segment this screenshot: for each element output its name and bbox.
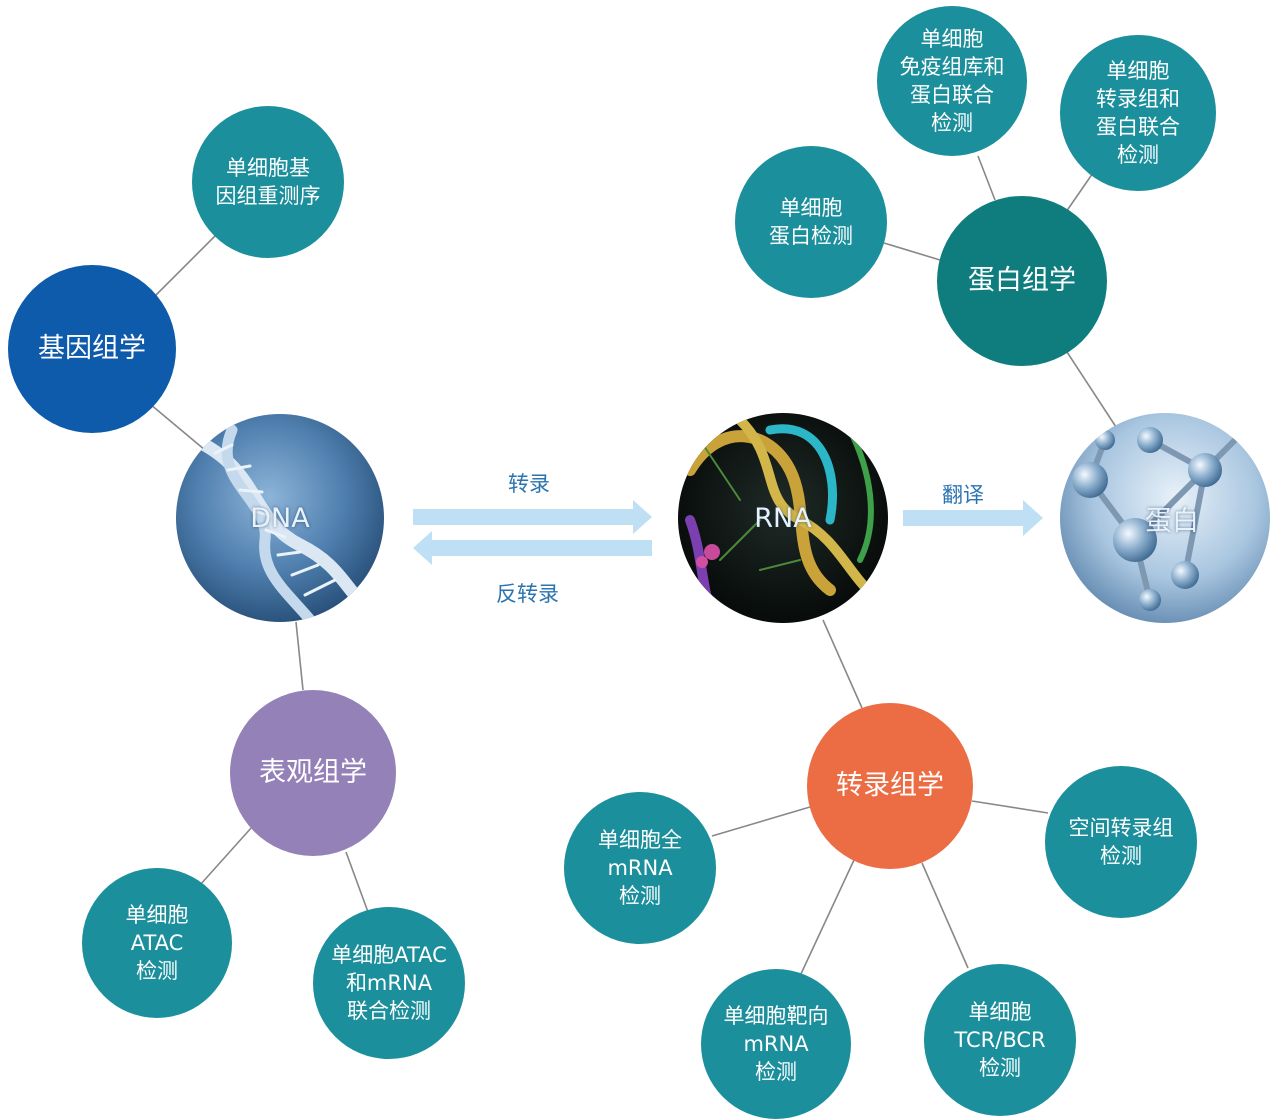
epigenomics-hub: 表观组学 (230, 690, 396, 856)
spatial-transcriptome-label: 空间转录组 检测 (1068, 816, 1174, 868)
protein-image (1060, 413, 1270, 623)
reverse-transcription-label: 反转录 (496, 582, 559, 606)
connector-line (883, 242, 941, 261)
transcriptomics-label: 转录组学 (836, 770, 944, 801)
arrows (413, 500, 1043, 565)
protein-detection-node: 单细胞 蛋白检测 (735, 146, 887, 298)
tcr-bcr-label: 单细胞 TCR/BCR 检测 (954, 1000, 1046, 1080)
proteomics-hub: 蛋白组学 (937, 196, 1107, 366)
connector-line (199, 826, 253, 886)
translation-label: 翻译 (942, 483, 984, 507)
immune-repertoire-protein-label: 单细胞 免疫组库和 蛋白联合 检测 (899, 27, 1005, 135)
transcription-arrow (413, 500, 652, 534)
transcription-label: 转录 (508, 472, 550, 496)
rna-label: RNA (754, 502, 812, 534)
transcriptome-protein-node: 单细胞 转录组和 蛋白联合 检测 (1060, 35, 1216, 191)
full-mrna-node: 单细胞全 mRNA 检测 (564, 792, 716, 944)
transcriptome-protein-label: 单细胞 转录组和 蛋白联合 检测 (1096, 59, 1180, 167)
connector-line (345, 851, 369, 913)
genome-resequencing-label: 单细胞基 因组重测序 (215, 156, 321, 208)
tcr-bcr-node: 单细胞 TCR/BCR 检测 (924, 964, 1076, 1116)
rna-node: RNA (678, 413, 888, 623)
protein-detection-label: 单细胞 蛋白检测 (769, 196, 853, 248)
connector-line (921, 862, 969, 969)
reverse-transcription-arrow (413, 531, 652, 565)
connector-line (1065, 169, 1096, 213)
proteomics-label: 蛋白组学 (968, 265, 1076, 296)
dna-label: DNA (250, 502, 310, 534)
protein-node: 蛋白 (1070, 413, 1277, 623)
connector-line (295, 621, 304, 691)
dna-node: DNA (176, 414, 384, 622)
atac-label: 单细胞 ATAC 检测 (125, 903, 189, 983)
atac-mrna-label: 单细胞ATAC 和mRNA 联合检测 (331, 943, 447, 1023)
protein-label: 蛋白 (1145, 505, 1199, 537)
genomics-hub: 基因组学 (8, 265, 176, 433)
genomics-label: 基因组学 (38, 333, 146, 364)
connector-line (799, 859, 855, 977)
connector-line (152, 235, 216, 299)
transcriptomics-hub: 转录组学 (807, 703, 973, 869)
full-mrna-label: 单细胞全 mRNA 检测 (598, 828, 682, 908)
genome-resequencing-node: 单细胞基 因组重测序 (192, 106, 344, 258)
atac-node: 单细胞 ATAC 检测 (82, 868, 232, 1018)
targeted-mrna-node: 单细胞靶向 mRNA 检测 (701, 969, 851, 1119)
atac-mrna-node: 单细胞ATAC 和mRNA 联合检测 (313, 907, 465, 1059)
rna-image (678, 413, 888, 623)
connector-line (149, 403, 206, 451)
connector-line (977, 155, 996, 201)
epigenomics-label: 表观组学 (259, 757, 367, 788)
targeted-mrna-label: 单细胞靶向 mRNA 检测 (723, 1004, 829, 1084)
spatial-transcriptome-node: 空间转录组 检测 (1045, 766, 1197, 918)
connector-line (1066, 351, 1119, 431)
immune-repertoire-protein-node: 单细胞 免疫组库和 蛋白联合 检测 (877, 6, 1027, 156)
translation-arrow (903, 500, 1043, 536)
connector-lines (149, 155, 1119, 977)
connector-line (711, 806, 811, 837)
connector-line (971, 800, 1049, 814)
connector-line (822, 619, 863, 709)
